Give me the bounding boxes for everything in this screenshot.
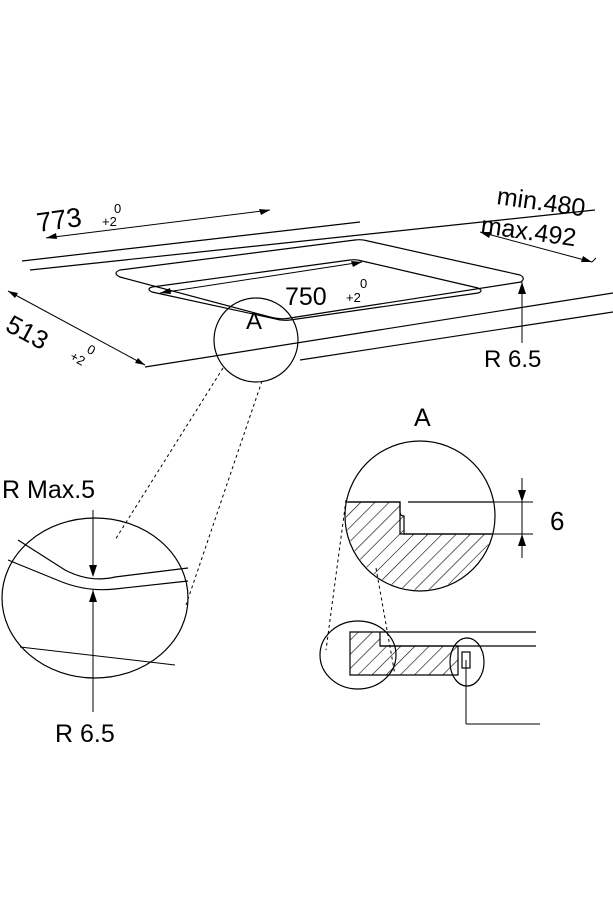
detail-right-arrow-down	[518, 490, 526, 502]
dim-750-tol-bottom: +2	[346, 290, 361, 305]
detail-left-circle	[1, 517, 189, 679]
worktop-edge-back-2	[29, 209, 596, 271]
dim-773-tol-top: 0	[114, 201, 121, 216]
detail-left-radius-max-label: R Max.5	[2, 476, 95, 504]
leader-left-2	[185, 380, 263, 606]
detail-right-arrow-up	[518, 534, 526, 546]
detail-left	[1, 367, 263, 712]
dim-depth-arrow-left	[480, 232, 491, 238]
dim-513-label: 513	[1, 309, 53, 356]
detail-left-arrow-down	[89, 565, 97, 577]
dim-773-arrow-left	[46, 233, 57, 239]
detail-right-circle	[344, 440, 496, 592]
radius-leader-arrow	[518, 282, 526, 294]
dim-750-label: 750	[285, 283, 327, 311]
radius-label-top: R 6.5	[484, 346, 541, 373]
dim-513-line	[7, 290, 146, 366]
dim-750-arrow-left	[160, 288, 171, 294]
detail-right-height-label: 6	[550, 506, 564, 536]
detail-right	[319, 440, 540, 725]
dim-750-tol-top: 0	[360, 276, 367, 291]
cutout-outer	[115, 239, 524, 320]
dim-513-tol-bottom: +2	[68, 348, 88, 368]
detail-right-small-section	[349, 631, 459, 676]
dim-750-arrow-right	[351, 261, 362, 267]
cutout-inner	[148, 259, 482, 321]
detail-right-seal-circle	[449, 637, 485, 687]
dim-773-label: 773	[35, 202, 84, 238]
detail-right-step	[346, 501, 494, 535]
detail-left-line-3	[19, 646, 176, 666]
detail-marker-a-top: A	[246, 308, 262, 335]
detail-right-section-hatch	[346, 501, 494, 590]
dim-750-line	[159, 261, 363, 294]
leader-left-1	[114, 367, 224, 541]
detail-left-top-edge	[17, 539, 189, 580]
dim-depth-ext	[591, 257, 597, 263]
dim-773-tol-bottom: +2	[102, 214, 117, 229]
dim-773-line	[45, 209, 271, 239]
worktop-front-edge-2	[299, 311, 613, 361]
hob-perspective-view	[7, 209, 613, 383]
leader-right-1	[325, 499, 347, 651]
detail-left-top-edge-2	[7, 559, 189, 591]
detail-circle-a	[213, 297, 299, 383]
detail-left-radius-label: R 6.5	[55, 720, 115, 748]
detail-left-arrow-up	[89, 590, 97, 602]
dim-depth-arrow-right	[581, 256, 592, 262]
dim-513-arrow-bottom	[135, 358, 145, 365]
worktop-edge-back	[21, 221, 361, 262]
dim-depth-line	[479, 231, 593, 263]
dim-773-arrow-right	[259, 209, 270, 215]
worktop-front-edge	[144, 292, 613, 368]
dim-513-arrow-top	[8, 291, 18, 298]
detail-marker-a-section: A	[414, 404, 431, 432]
